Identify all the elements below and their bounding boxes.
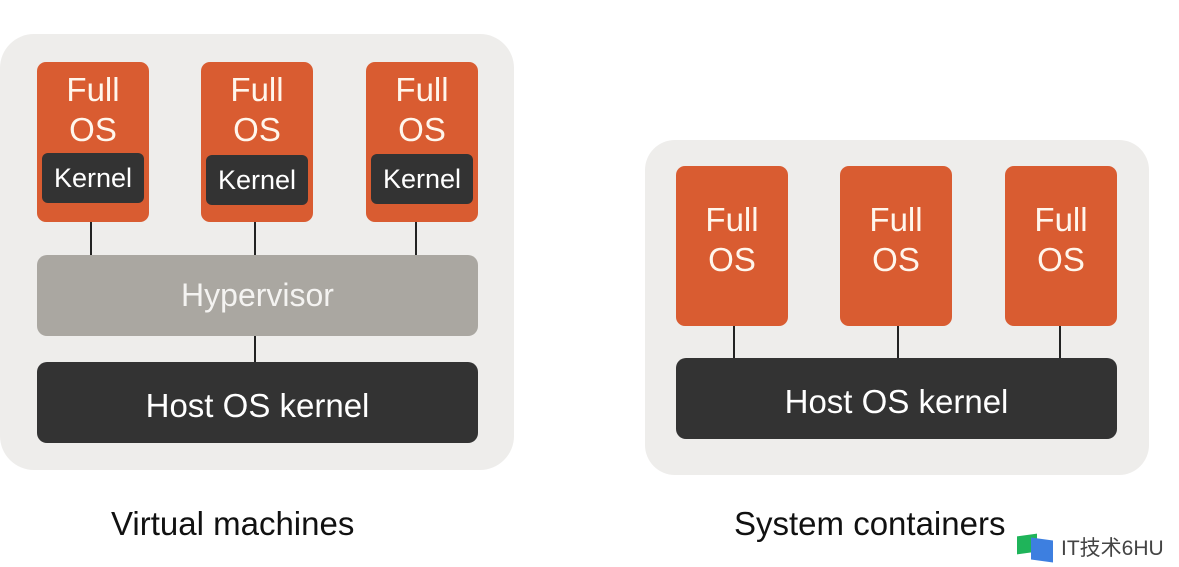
os-label-line2: OS: [398, 111, 446, 148]
os-label-line1: Full: [1034, 201, 1088, 238]
connector-line: [897, 326, 899, 359]
connector-line: [254, 222, 256, 255]
container-os-2: Full OS: [840, 166, 952, 326]
os-label-line2: OS: [1037, 241, 1085, 278]
hypervisor-layer: Hypervisor: [37, 255, 478, 336]
connector-line: [733, 326, 735, 359]
guest-kernel: Kernel: [371, 154, 473, 204]
vm-guest-os-2: Full OS Kernel: [201, 62, 313, 222]
container-os-1: Full OS: [676, 166, 788, 326]
book-logo-icon: [1015, 533, 1055, 563]
os-label-line1: Full: [395, 71, 449, 108]
connector-line: [90, 222, 92, 255]
connector-line: [254, 336, 256, 362]
connector-line: [415, 222, 417, 255]
vm-guest-os-1: Full OS Kernel: [37, 62, 149, 222]
container-host-os-kernel: Host OS kernel: [676, 358, 1117, 439]
os-label-line1: Full: [66, 71, 120, 108]
vm-caption: Virtual machines: [111, 505, 355, 542]
os-label-line2: OS: [69, 111, 117, 148]
containers-caption: System containers: [734, 505, 1006, 542]
watermark-text: IT技术6HU: [1061, 537, 1164, 560]
vm-guest-os-3: Full OS Kernel: [366, 62, 478, 222]
guest-kernel: Kernel: [42, 153, 144, 203]
os-label-line2: OS: [233, 111, 281, 148]
vm-host-os-kernel: Host OS kernel: [37, 362, 478, 443]
container-os-3: Full OS: [1005, 166, 1117, 326]
os-label-line1: Full: [230, 71, 284, 108]
os-label-line1: Full: [869, 201, 923, 238]
connector-line: [1059, 326, 1061, 359]
os-label-line2: OS: [708, 241, 756, 278]
guest-kernel: Kernel: [206, 155, 308, 205]
watermark: IT技术6HU: [1015, 532, 1164, 563]
os-label-line2: OS: [872, 241, 920, 278]
os-label-line1: Full: [705, 201, 759, 238]
